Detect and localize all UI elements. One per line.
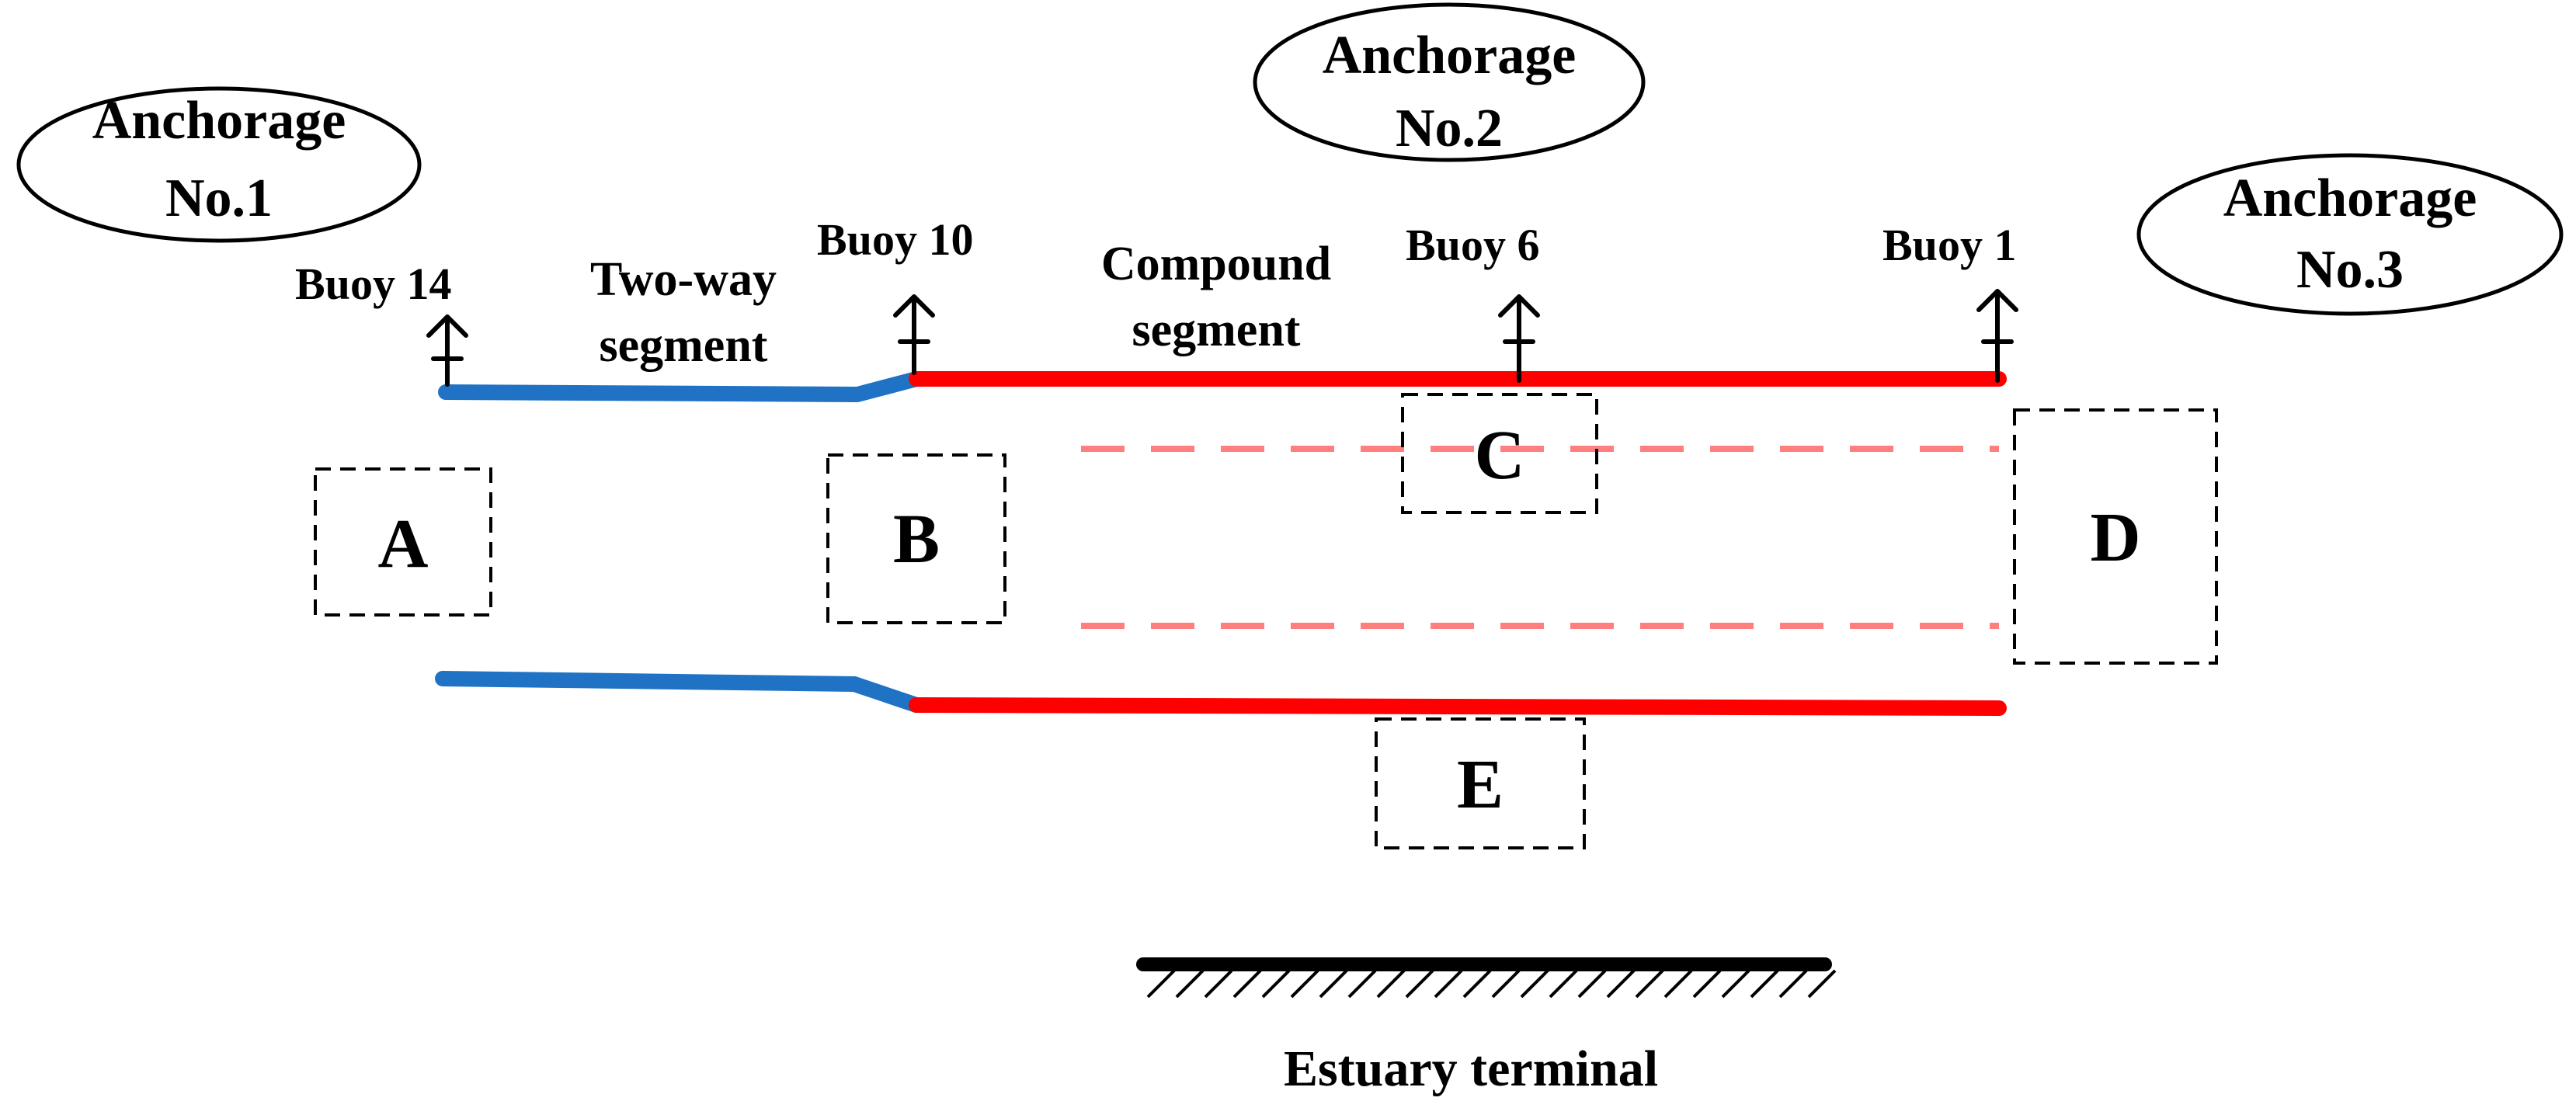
hatch-mark bbox=[1663, 969, 1693, 999]
zone-b-label: B bbox=[893, 501, 940, 578]
zone-d-box bbox=[2013, 408, 2218, 665]
two-way-segment-label: Two-way segment bbox=[590, 253, 777, 372]
hatch-mark bbox=[1405, 969, 1434, 999]
hatch-mark bbox=[1434, 969, 1463, 999]
hatch-mark bbox=[1146, 969, 1176, 999]
buoy-10-label: Buoy 10 bbox=[817, 214, 973, 265]
hatch-mark bbox=[1520, 969, 1549, 999]
buoy-14-word: Buoy bbox=[295, 259, 395, 309]
buoy-6-label: Buoy 6 bbox=[1406, 220, 1539, 270]
hatch-mark bbox=[1347, 969, 1377, 999]
buoy-14-arrow-icon bbox=[426, 314, 468, 387]
anchorage-no1: Anchorage No.1 bbox=[16, 86, 422, 243]
hatch-mark bbox=[1778, 969, 1808, 999]
terminal-hatching bbox=[1146, 969, 1837, 999]
buoy-10-number: 10 bbox=[928, 214, 973, 265]
estuary-terminal-label: Estuary terminal bbox=[1284, 1040, 1658, 1097]
zone-d: D bbox=[2013, 408, 2218, 665]
zone-a: A bbox=[314, 467, 492, 617]
zone-c: C bbox=[1401, 393, 1598, 514]
hatch-mark bbox=[1261, 969, 1291, 999]
buoy-10-arrow-icon bbox=[893, 294, 935, 375]
hatch-mark bbox=[1175, 969, 1205, 999]
estuary-terminal-icon bbox=[1136, 957, 1837, 999]
anchorage-no2-line2: No.2 bbox=[1396, 99, 1503, 158]
hatch-mark bbox=[1319, 969, 1348, 999]
anchorage-no3: Anchorage No.3 bbox=[2136, 153, 2564, 316]
compound-segment-line2: segment bbox=[1132, 304, 1301, 356]
hatch-mark bbox=[1204, 969, 1233, 999]
buoy-14-label: Buoy 14 bbox=[295, 259, 451, 309]
two-way-segment-line1: Two-way bbox=[590, 253, 777, 306]
anchorage-no1-line1: Anchorage bbox=[92, 91, 346, 151]
two-way-channel-upper-boundary bbox=[438, 371, 924, 402]
hatch-mark bbox=[1606, 969, 1636, 999]
two-way-segment-line2: segment bbox=[600, 319, 768, 372]
buoy-14-number: 14 bbox=[406, 259, 451, 309]
two-way-channel-lower-boundary bbox=[435, 671, 924, 713]
zone-d-label: D bbox=[2091, 499, 2141, 576]
compound-segment-line1: Compound bbox=[1101, 238, 1331, 290]
zone-a-box bbox=[314, 467, 492, 617]
hatch-mark bbox=[1290, 969, 1319, 999]
hatch-mark bbox=[1462, 969, 1492, 999]
buoy-1-label: Buoy 1 bbox=[1882, 220, 2016, 270]
hatch-mark bbox=[1635, 969, 1664, 999]
zone-e-box bbox=[1375, 717, 1586, 849]
hatch-mark bbox=[1692, 969, 1722, 999]
buoy-1-arrow-icon bbox=[1976, 289, 2018, 383]
compound-channel-lower-boundary bbox=[909, 697, 2007, 716]
buoy-6-word: Buoy bbox=[1406, 220, 1506, 270]
hatch-mark bbox=[1376, 969, 1406, 999]
buoy-6-arrow-icon bbox=[1498, 294, 1540, 383]
zone-c-box bbox=[1401, 393, 1598, 514]
anchorage-no3-line2: No.3 bbox=[2296, 240, 2404, 300]
zone-b: B bbox=[826, 453, 1006, 624]
hatch-mark bbox=[1577, 969, 1607, 999]
buoy-10-word: Buoy bbox=[817, 214, 917, 265]
zone-e: E bbox=[1375, 717, 1586, 849]
buoy-1-number: 1 bbox=[1994, 220, 2016, 270]
anchorage-no2-line1: Anchorage bbox=[1323, 26, 1577, 85]
hatch-mark bbox=[1491, 969, 1521, 999]
hatch-mark bbox=[1807, 969, 1837, 999]
hatch-mark bbox=[1721, 969, 1750, 999]
zone-a-label: A bbox=[378, 505, 429, 582]
anchorage-no3-ellipse bbox=[2136, 153, 2564, 316]
buoy-1-word: Buoy bbox=[1882, 220, 1983, 270]
hatch-mark bbox=[1549, 969, 1578, 999]
zone-e-label: E bbox=[1457, 746, 1504, 823]
zone-c-label: C bbox=[1475, 417, 1525, 494]
hatch-mark bbox=[1750, 969, 1779, 999]
anchorage-no1-line2: No.1 bbox=[165, 168, 273, 228]
zone-b-box bbox=[826, 453, 1006, 624]
buoy-6-number: 6 bbox=[1517, 220, 1539, 270]
hatch-mark bbox=[1232, 969, 1262, 999]
compound-segment-label: Compound segment bbox=[1101, 238, 1331, 356]
anchorage-no1-ellipse bbox=[16, 86, 422, 243]
anchorage-no3-line1: Anchorage bbox=[2223, 168, 2477, 228]
anchorage-no2: Anchorage No.2 bbox=[1253, 2, 1646, 162]
anchorage-no2-ellipse bbox=[1253, 2, 1646, 162]
